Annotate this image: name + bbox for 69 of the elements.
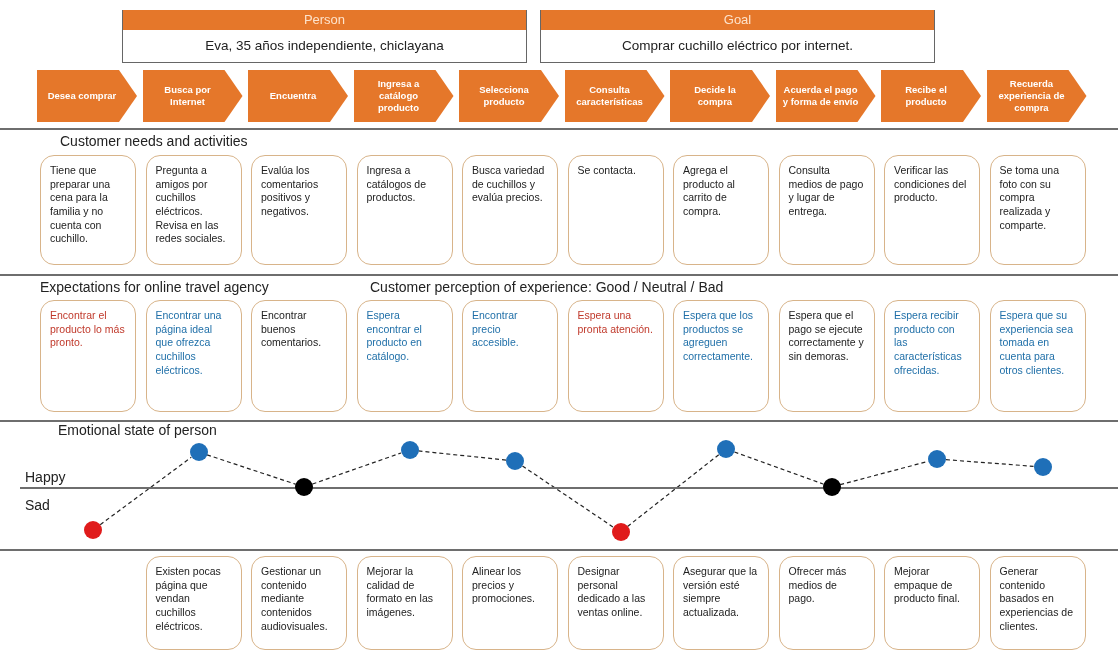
journey-stage-banner: Consulta características <box>564 70 665 122</box>
expectation-card: Encontrar el producto lo más pronto. <box>40 300 136 412</box>
emotion-dot <box>84 521 102 539</box>
activity-card: Agrega el producto al carrito de compra. <box>673 155 769 265</box>
journey-stage-banner: Recuerda experiencia de compra <box>986 70 1087 122</box>
journey-stage-banner: Acuerda el pago y forma de envío <box>775 70 876 122</box>
panel-text: Eva, 35 años independiente, chiclayana <box>204 38 445 53</box>
axis-label: Happy <box>25 469 66 485</box>
opportunity-card: Gestionar un contenido mediante contenidos audiovisuales. <box>251 556 347 650</box>
opportunity-card: Generar contenido basados en experiencias de clientes. <box>989 556 1086 650</box>
section-heading: Expectations for online travel agency <box>40 279 269 295</box>
connector-line <box>417 450 507 461</box>
activity-card: Se toma una foto con su compra realizada y comparte. <box>989 155 1086 265</box>
journey-stage-banner: Decide la compra <box>670 70 770 122</box>
emotion-dot <box>295 478 313 496</box>
journey-stage-banner: Desea comprar <box>37 70 137 122</box>
expectation-card: Encontrar una página ideal que ofrezca cuchillos eléctricos. <box>145 300 242 412</box>
persona-panel <box>122 10 527 63</box>
panel-text: Comprar cuchillo eléctrico por internet. <box>620 38 855 53</box>
expectation-card: Espera que su experiencia sea tomada en cuenta para otros clientes. <box>989 300 1086 412</box>
connector-line <box>521 465 614 528</box>
activity-card: Consulta medios de pago y lugar de entrega. <box>778 155 875 265</box>
emotion-dot <box>822 478 841 496</box>
connector-line <box>945 459 1035 467</box>
emotion-dot <box>506 452 524 470</box>
expectation-card: Espera una pronta atención. <box>567 300 664 412</box>
opportunity-card: Alinear los precios y promociones. <box>462 556 558 650</box>
opportunity-card: Asegurar que la versión esté siempre actualizada. <box>673 556 769 650</box>
section-heading: Customer perception of experience: Good / Neutral / Bad <box>370 279 724 295</box>
activity-card: Tiene que preparar una cena para la familia y no cuenta con cuchillo. <box>40 155 136 265</box>
expectation-card: Espera recibir producto con las características ofrecidas. <box>884 300 980 412</box>
emotion-dot <box>717 440 735 458</box>
activity-card: Se contacta. <box>567 155 664 265</box>
section-heading: Customer needs and activities <box>60 133 248 149</box>
opportunity-card: Existen pocas página que vendan cuchillos eléctricos. <box>145 556 242 650</box>
expectation-card: Espera que los productos se agreguen correctamente. <box>673 300 769 412</box>
activity-card: Verificar las condiciones del producto. <box>884 155 980 265</box>
activity-card: Busca variedad de cuchillos y evalúa precios. <box>462 155 558 265</box>
emotion-dot <box>189 443 208 461</box>
journey-stage-banner: Ingresa a catálogo producto <box>353 70 454 122</box>
emotion-dot <box>400 441 419 459</box>
expectation-card: Encontrar precio accesible. <box>462 300 558 412</box>
opportunity-card: Mejorar empaque de producto final. <box>884 556 980 650</box>
emotion-dot <box>1033 458 1052 476</box>
activity-card: Evalúa los comentarios positivos y negativos. <box>251 155 347 265</box>
expectation-card: Espera encontrar el producto en catálogo. <box>356 300 453 412</box>
journey-stage-banner: Busca por Internet <box>142 70 243 122</box>
emotion-dot <box>611 523 630 541</box>
journey-stage-banner: Recibe el producto <box>881 70 981 122</box>
journey-stage-banner: Selecciona producto <box>459 70 559 122</box>
activity-card: Pregunta a amigos por cuchillos eléctricos. Revisa en las redes sociales. <box>145 155 242 265</box>
emotion-dot <box>928 450 946 468</box>
journey-stage-banner: Encuentra <box>248 70 348 122</box>
opportunity-card: Designar personal dedicado a las ventas online. <box>567 556 664 650</box>
connector-line <box>99 456 192 526</box>
opportunity-card: Mejorar la calidad de formato en las imágenes. <box>356 556 453 650</box>
connector-line <box>206 454 297 485</box>
expectation-card: Encontrar buenos comentarios. <box>251 300 347 412</box>
connector-line <box>733 451 824 485</box>
expectation-card: Espera que el pago se ejecute correctamente y sin demoras. <box>778 300 875 412</box>
opportunity-card: Ofrecer más medios de pago. <box>778 556 875 650</box>
axis-label: Sad <box>25 497 50 513</box>
activity-card: Ingresa a catálogos de productos. <box>356 155 453 265</box>
panel-heading: Person <box>123 10 526 30</box>
connector-line <box>311 452 402 485</box>
connector-line <box>626 453 720 528</box>
section-heading: Emotional state of person <box>58 422 217 438</box>
persona-panel <box>540 10 935 63</box>
panel-heading: Goal <box>541 10 934 30</box>
